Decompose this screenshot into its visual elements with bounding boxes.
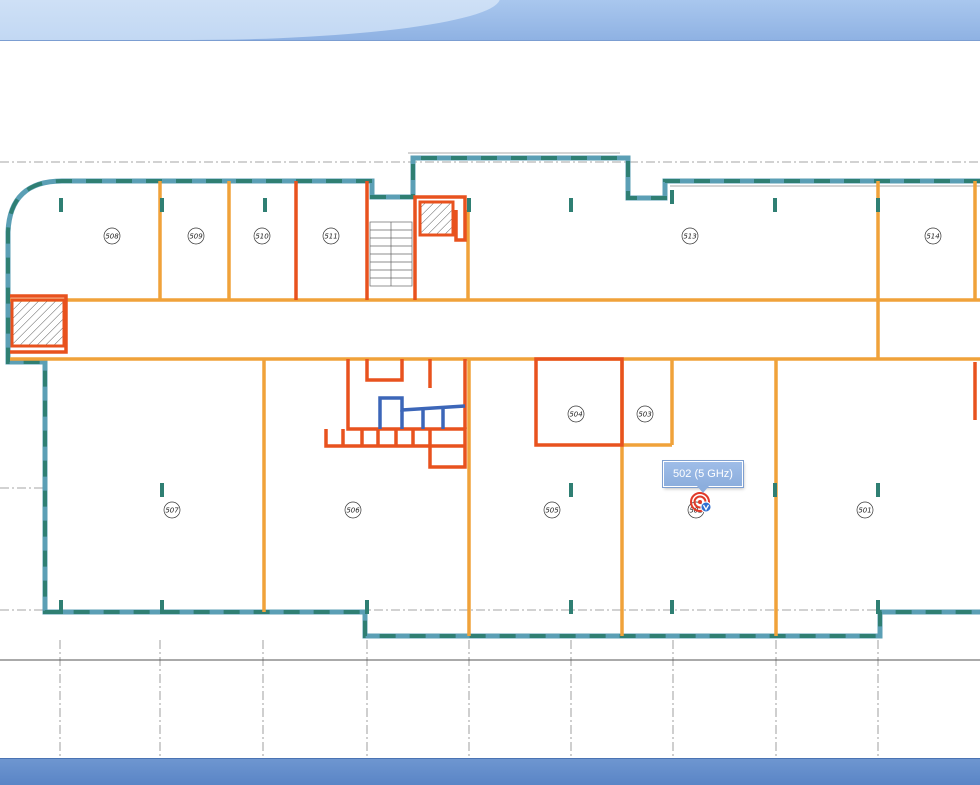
bottom-status-bar	[0, 758, 980, 785]
room-501: 501	[856, 501, 874, 519]
svg-text:506: 506	[346, 507, 360, 515]
svg-text:504: 504	[569, 411, 582, 419]
metal-walls	[378, 396, 466, 429]
svg-text:510: 510	[255, 233, 269, 241]
top-toolbar	[0, 0, 980, 41]
room-503: 503	[636, 405, 654, 423]
toolbar-sheen	[0, 0, 500, 40]
svg-text:503: 503	[638, 411, 651, 419]
room-509: 509	[187, 227, 205, 245]
access-point-tooltip-label: 502 (5 GHz)	[673, 468, 733, 480]
column-markers	[59, 190, 880, 614]
room-511: 511	[322, 227, 340, 245]
exterior-wall-segments	[6, 156, 980, 638]
svg-text:511: 511	[324, 233, 337, 241]
shaft-north	[418, 200, 455, 237]
room-505: 505	[543, 501, 561, 519]
svg-text:501: 501	[858, 507, 871, 515]
room-514: 514	[924, 227, 942, 245]
svg-text:509: 509	[189, 233, 203, 241]
room-labels: 508 509 510 511 513 514 507 506 505 504 …	[103, 227, 942, 519]
interior-walls	[10, 181, 980, 636]
floorplan-drawing: 508 509 510 511 513 514 507 506 505 504 …	[0, 152, 980, 758]
svg-text:508: 508	[105, 233, 119, 241]
shaft-west	[10, 298, 66, 348]
svg-text:507: 507	[165, 507, 179, 515]
room-506: 506	[344, 501, 362, 519]
exterior-wall	[5, 155, 980, 639]
grid-lines	[0, 161, 980, 758]
access-point-tooltip: 502 (5 GHz)	[663, 461, 743, 493]
concrete-walls	[10, 181, 977, 469]
svg-text:505: 505	[545, 507, 559, 515]
room-510: 510	[253, 227, 271, 245]
room-508: 508	[103, 227, 121, 245]
stair	[369, 221, 413, 287]
svg-text:514: 514	[926, 233, 939, 241]
wifi-access-point-icon[interactable]	[690, 492, 712, 513]
room-504: 504	[567, 405, 585, 423]
floorplan-canvas[interactable]: 508 509 510 511 513 514 507 506 505 504 …	[0, 41, 980, 758]
room-513: 513	[681, 227, 699, 245]
room-507: 507	[163, 501, 181, 519]
svg-text:513: 513	[683, 233, 696, 241]
